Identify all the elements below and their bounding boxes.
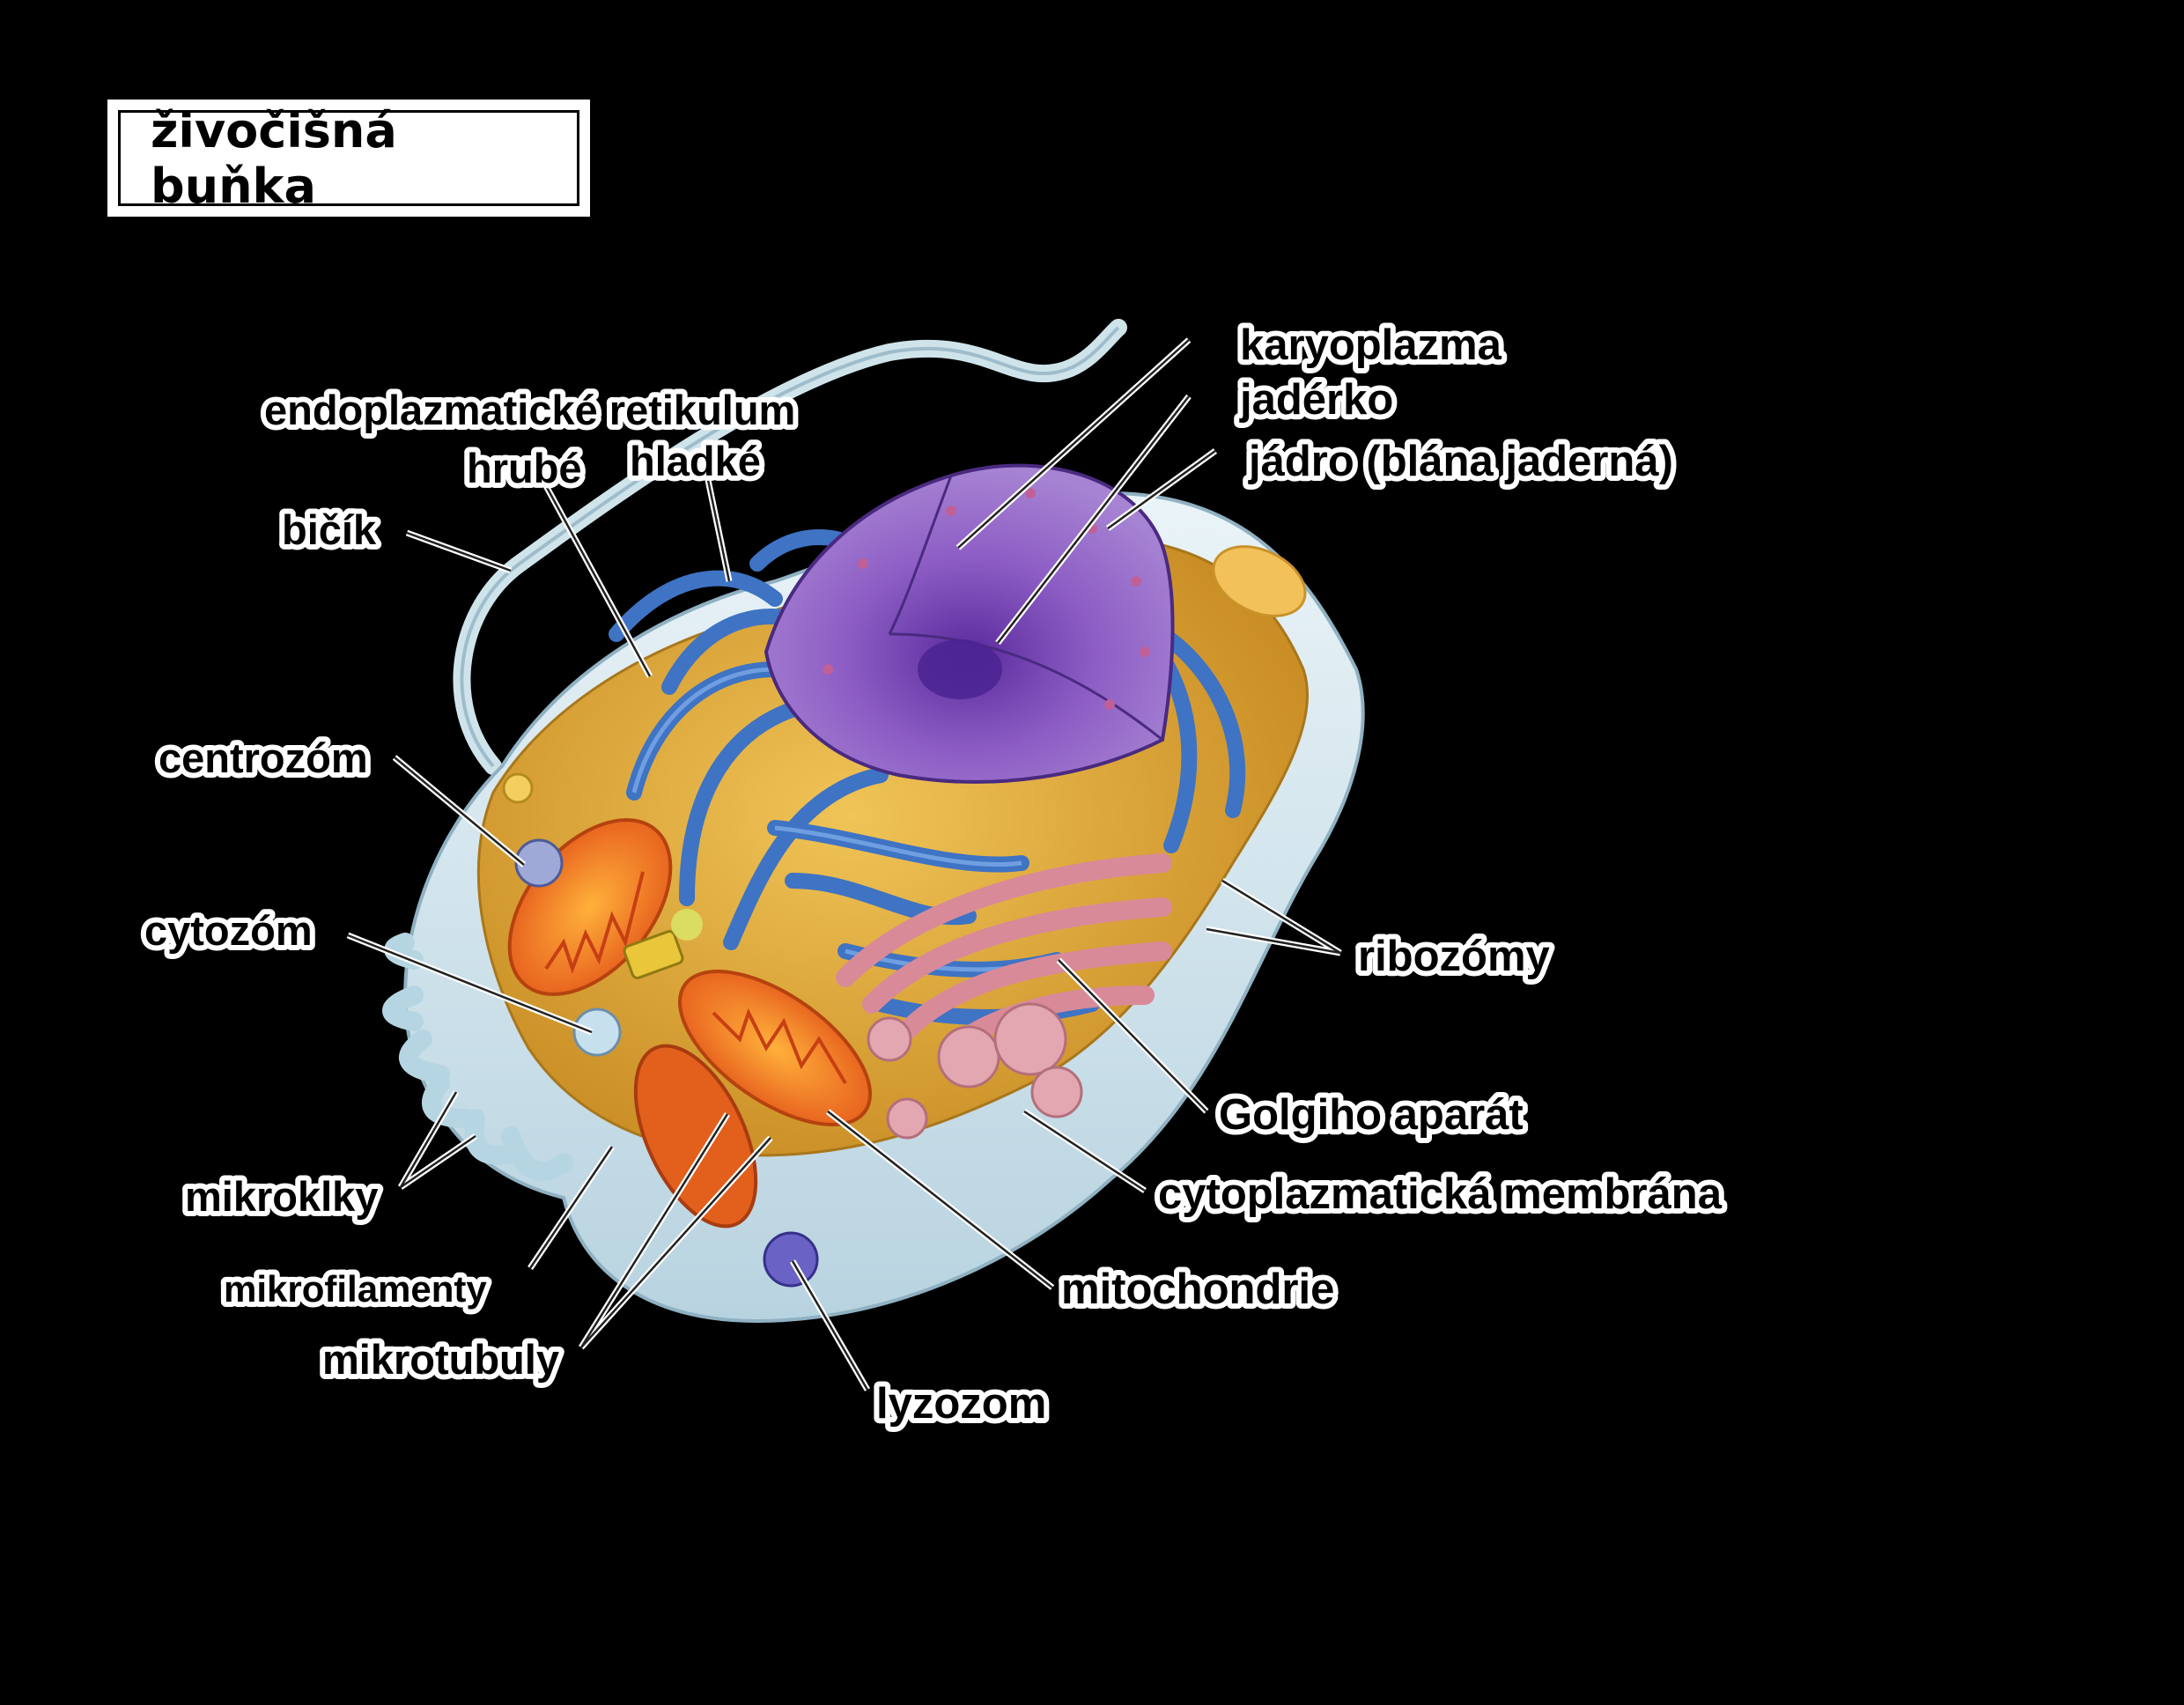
title-box: živočišná buňka bbox=[107, 100, 590, 217]
title: živočišná buňka bbox=[118, 103, 579, 214]
vesicle-small bbox=[502, 772, 534, 804]
mitochondrion-3 bbox=[633, 1044, 758, 1229]
label-microtubules: mikrotubuly bbox=[322, 1336, 559, 1383]
label-rough: hrubé bbox=[467, 445, 582, 491]
lysosome bbox=[763, 1231, 819, 1288]
golgi-vesicles bbox=[867, 1002, 1083, 1140]
label-centrosome: centrozóm bbox=[159, 734, 368, 781]
label-golgi: Golgiho aparát bbox=[1219, 1091, 1524, 1139]
label-membrane: cytoplazmatická membrána bbox=[1158, 1170, 1723, 1218]
nucleolus bbox=[918, 639, 1002, 699]
label-endoplasmic-reticulum: endoplazmatické retikulum bbox=[264, 387, 795, 433]
cytosome bbox=[572, 1008, 622, 1057]
vesicle bbox=[1212, 545, 1307, 617]
label-cytosome: cytozóm bbox=[144, 907, 313, 954]
label-ribosomes: ribozómy bbox=[1358, 933, 1550, 980]
label-microvilli: mikroklky bbox=[185, 1173, 378, 1220]
peroxisome bbox=[514, 838, 564, 888]
leader-lines bbox=[346, 337, 1342, 1391]
microvilli bbox=[382, 933, 573, 1181]
label-karyoplasm: karyoplazma bbox=[1240, 321, 1502, 369]
label-smooth: hladké bbox=[630, 438, 761, 484]
label-flagellum: bičík bbox=[282, 506, 377, 553]
label-microfilaments: mikrofilamenty bbox=[224, 1268, 487, 1310]
label-lysosome: lyzozom bbox=[876, 1380, 1046, 1428]
label-nucleus: jádro (blána jaderná) bbox=[1248, 438, 1673, 485]
mitochondrion-2 bbox=[677, 970, 873, 1126]
label-mitochondria: mitochondrie bbox=[1061, 1266, 1334, 1313]
nucleus bbox=[764, 463, 1175, 784]
label-nucleolus: jadérko bbox=[1239, 376, 1393, 424]
centrosome bbox=[623, 909, 703, 979]
labels: endoplazmatické retikulum hrubé hladké b… bbox=[139, 316, 1728, 1433]
